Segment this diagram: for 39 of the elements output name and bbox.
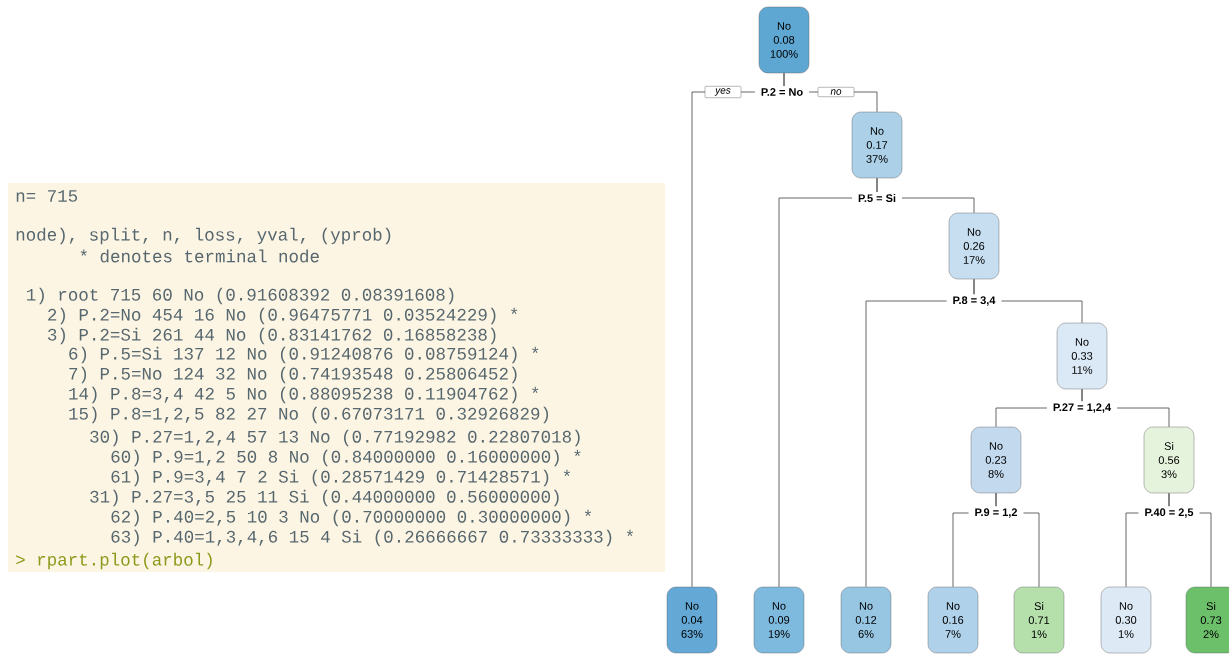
split-label: P.9 = 1,2 — [968, 506, 1024, 520]
label: 14) P.8=3,4 42 5 No (0.88095238 0.11904762) * — [69, 386, 539, 404]
tree-node: No 0.16 7% — [927, 586, 979, 654]
split-label: P.40 = 2,5 — [1138, 506, 1200, 520]
label: node), split, n, loss, yval, (yprob) — [16, 227, 391, 245]
label: 6) P.5=Si 137 12 No (0.91240876 0.08759124) * — [69, 346, 539, 364]
tree-node: No 0.04 63% — [666, 586, 718, 654]
label: > rpart.plot(arbol) — [16, 552, 212, 570]
console-output: n= 715 node), split, n, loss, yval, (yprob) * denotes terminal node 1) root 715 60 No (0.91608392 0.08391608) 2) P.2=No 454 16 No (0.96475771 0.03524229) * 3) P.2=Si 261 44 No (0.83141762 0.16858238) 6) P.5=Si 137 12 No (0.91240876 0.08759124) * 7) P.5=No 124 32 No (0.74193548 0.25806452) 14) P.8=3,4 42 5 No (0.88095238 0.11904762) * 15) P.8=1,2,5 82 27 No (0.67073171 0.32926829) 30) P.27=1,2,4 57 13 No (0.77192982 0.22807018) 60) P.9=1,2 50 8 No (0.84000000 0.16000000) * 61) P.9=3,4 7 2 Si (0.28571429 0.71428571) * 31) P.27=3,5 25 11 Si (0.44000000 0.56000000) 62) P.40=2,5 10 3 No (0.70000000 0.30000000) * 63) P.40=1,3,4,6 15 4 Si (0.26666667 0.73333333) * > rpart.plot(arbol) — [8, 183, 665, 572]
label: 62) P.40=2,5 10 3 No (0.70000000 0.30000000) * — [111, 509, 592, 527]
tree-node: Si 0.73 2% — [1185, 586, 1229, 654]
label: * denotes terminal node — [80, 249, 319, 263]
split-label: P.8 = 3,4 — [946, 294, 1002, 308]
tree-node: Si 0.71 1% — [1013, 586, 1065, 654]
split-label: P.27 = 1,2,4 — [1046, 401, 1118, 415]
label: 60) P.9=1,2 50 8 No (0.84000000 0.16000000) * — [111, 449, 581, 467]
tree-node: Si 0.56 3% — [1143, 426, 1195, 494]
label: 31) P.27=3,5 25 11 Si (0.44000000 0.56000000) — [90, 489, 559, 507]
tree-node: No 0.23 8% — [970, 426, 1022, 494]
tree-node: No 0.30 1% — [1100, 586, 1152, 654]
tree-node: No 0.12 6% — [840, 586, 892, 654]
label: 30) P.27=1,2,4 57 13 No (0.77192982 0.22807018) — [90, 429, 580, 447]
label: 3) P.2=Si 261 44 No (0.83141762 0.16858238) — [48, 327, 496, 345]
label: 1) root 715 60 No (0.91608392 0.08391608) — [27, 287, 454, 305]
split-label: P.5 = Si — [852, 191, 902, 205]
split-label: P.2 = No — [754, 86, 810, 98]
label: 7) P.5=No 124 32 No (0.74193548 0.25806452) — [69, 366, 517, 384]
label: n= 715 — [16, 190, 78, 202]
label: 63) P.40=1,3,4,6 15 4 Si (0.26666667 0.73333333) * — [111, 529, 634, 547]
tree-node: No 0.26 17% — [948, 212, 1000, 280]
edge-label: no — [817, 87, 855, 97]
edge-label: yes — [704, 86, 742, 98]
tree-node: No 0.33 11% — [1056, 322, 1108, 390]
tree-node: No 0.09 19% — [753, 586, 805, 654]
tree-node: No 0.17 37% — [851, 111, 903, 179]
label: 15) P.8=1,2,5 82 27 No (0.67073171 0.32926829) — [69, 406, 549, 424]
tree-node: No 0.08 100% — [758, 6, 810, 74]
label: 2) P.2=No 454 16 No (0.96475771 0.03524229) * — [48, 307, 518, 325]
label: 61) P.9=3,4 7 2 Si (0.28571429 0.71428571) * — [111, 469, 571, 487]
